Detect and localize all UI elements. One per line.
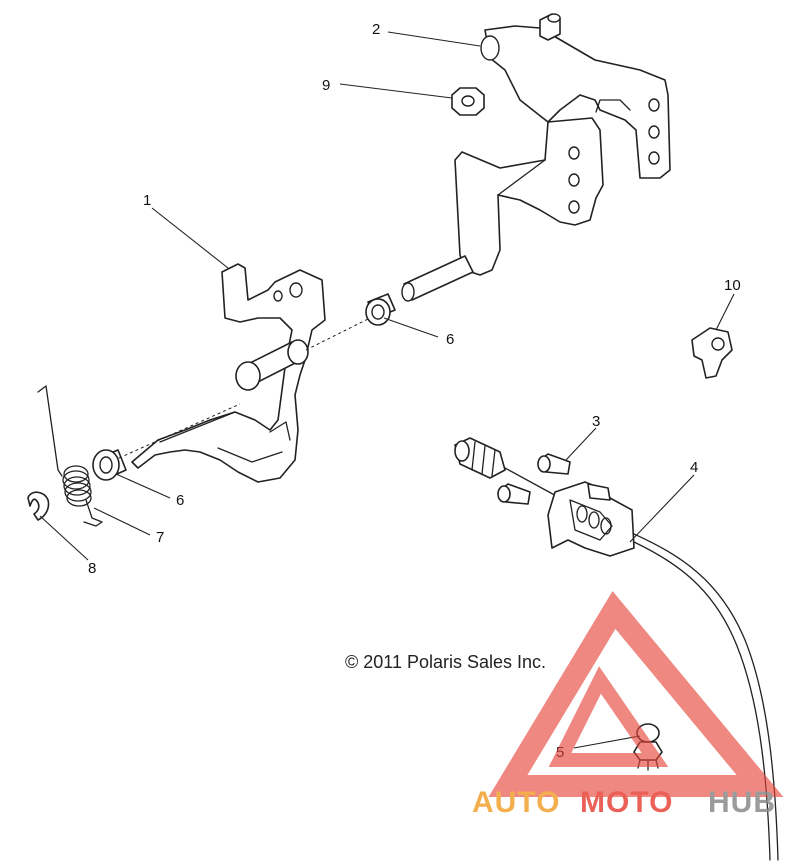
callout-4: 4 [690,459,698,476]
watermark-logo: AUTO MOTO HUB [472,591,784,819]
part-6-bushing-lower [92,449,127,481]
part-1-pedal [131,263,326,483]
part-2-bracket [401,13,671,302]
leader-lines [39,31,735,749]
callout-3: 3 [592,413,600,430]
part-7-spring [37,385,103,527]
watermark-text-auto: AUTO [472,786,560,819]
callout-2: 2 [372,21,380,38]
copyright-notice: © 2011 Polaris Sales Inc. [345,652,546,672]
assembly-lines [118,317,371,459]
callout-1: 1 [143,192,151,209]
callout-6-upper: 6 [446,331,454,348]
watermark-text-hub: HUB [708,786,776,819]
part-3-bolts [497,453,571,505]
part-8-clip [27,491,50,521]
part-9-nut [451,87,485,116]
callout-9: 9 [322,77,330,94]
watermark-text-moto: MOTO [580,786,673,819]
callout-8: 8 [88,560,96,577]
callout-6-lower: 6 [176,492,184,509]
part-10-clip [691,327,733,379]
callout-7: 7 [156,529,164,546]
callout-10: 10 [724,277,741,294]
